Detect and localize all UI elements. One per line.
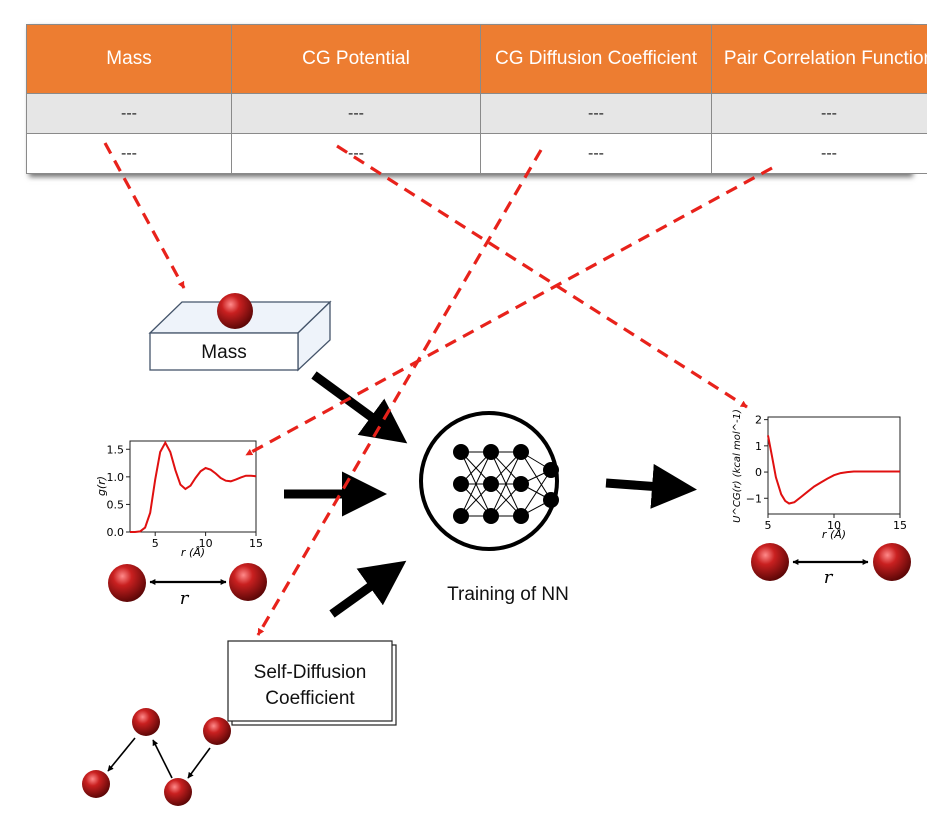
pair-right: r [751,543,911,588]
nn-node [483,508,499,524]
gr-x-axis-label: r (Å) [181,546,205,559]
sphere [164,778,192,806]
sphere [229,563,267,601]
nn-node [483,444,499,460]
potential-y-axis-label: U^CG(r) (kcal mol^-1) [732,409,743,523]
gr-x-tick-label: 5 [152,537,159,550]
mass-label: Mass [201,342,246,363]
gr-chart: 0.0 0.5 1.0 1.5 5 10 15 r (Å) g(r) [95,440,263,559]
gr-y-tick-label: 0.5 [107,498,125,511]
red-dashed-arrows [103,142,773,636]
table-cell: --- [480,93,712,134]
mass-box: Mass [148,293,332,372]
nn-edge [460,451,492,517]
black-arrows [284,371,697,618]
gr-y-tick-label: 0.0 [107,526,125,539]
table-cell: --- [26,133,232,174]
table-cell: --- [231,133,481,174]
dashed-arrow-diffusion [256,149,543,636]
r-label: r [824,567,834,588]
gr-y-tick-label: 1.0 [107,471,125,484]
nn-node [453,476,469,492]
potential-chart: −1 0 1 2 5 10 15 r (Å) U^CG(r) (kcal mol^-1) [732,409,907,541]
potential-y-tick-label: −1 [746,492,762,505]
potential-y-tick-label: 0 [755,466,762,479]
gr-plot-frame [129,440,257,533]
potential-x-tick-label: 10 [827,519,841,532]
table-header-row: Mass CG Potential CG Diffusion Coefficie… [26,24,927,94]
sphere [873,543,911,581]
potential-y-tick-label: 1 [755,440,762,453]
r-label: r [180,588,190,609]
dashed-arrow-mass [103,142,186,289]
property-table: Mass CG Potential CG Diffusion Coefficie… [26,24,927,174]
sphere [751,543,789,581]
nn-node [513,508,529,524]
table-cell: --- [480,133,712,174]
self-diffusion-line2: Coefficient [265,688,355,709]
sphere [108,564,146,602]
gr-y-axis-label: g(r) [95,476,108,496]
table-cell: --- [26,93,232,134]
nn-edge [520,469,552,517]
nn-node [513,444,529,460]
nn-node [543,492,559,508]
dashed-arrow-cg-potential [336,144,748,409]
header-mass: Mass [26,24,232,94]
gr-y-tick-label: 1.5 [107,443,125,456]
potential-x-tick-label: 15 [893,519,907,532]
pair-left: r [108,563,267,609]
sphere [203,717,231,745]
table-row: --- --- --- --- [26,93,927,134]
self-diffusion-box: Self-Diffusion Coefficient [227,640,397,726]
nn-node [513,476,529,492]
self-diffusion-line1: Self-Diffusion [254,662,367,683]
nn-edge [520,451,552,501]
nn-node [453,508,469,524]
sphere [132,708,160,736]
potential-curve [767,435,900,505]
property-table-container: Mass CG Potential CG Diffusion Coefficie… [26,24,927,174]
potential-x-axis-label: r (Å) [822,528,846,541]
arrow-mass-to-nn [311,371,408,444]
training-label: Training of NN [447,584,569,605]
nn-edge [490,451,522,517]
sphere [82,770,110,798]
nn-node [483,476,499,492]
mass-sphere [217,293,253,329]
neural-network-icon: Training of NN [419,411,569,605]
table-cell: --- [711,93,927,134]
gr-x-tick-label: 15 [249,537,263,550]
gr-x-tick-label: 10 [199,537,213,550]
diffusion-trajectory [82,708,231,806]
arrow-diffusion-to-nn [329,560,407,618]
table-cell: --- [231,93,481,134]
arrow-nn-to-potential [605,463,697,509]
gr-curve [130,440,257,533]
potential-y-tick-label: 2 [755,414,762,427]
table-row: --- --- --- --- [26,133,927,174]
table-cell: --- [711,133,927,174]
nn-node [543,462,559,478]
potential-plot-frame [767,416,901,515]
potential-x-tick-label: 5 [765,519,772,532]
nn-node [453,444,469,460]
